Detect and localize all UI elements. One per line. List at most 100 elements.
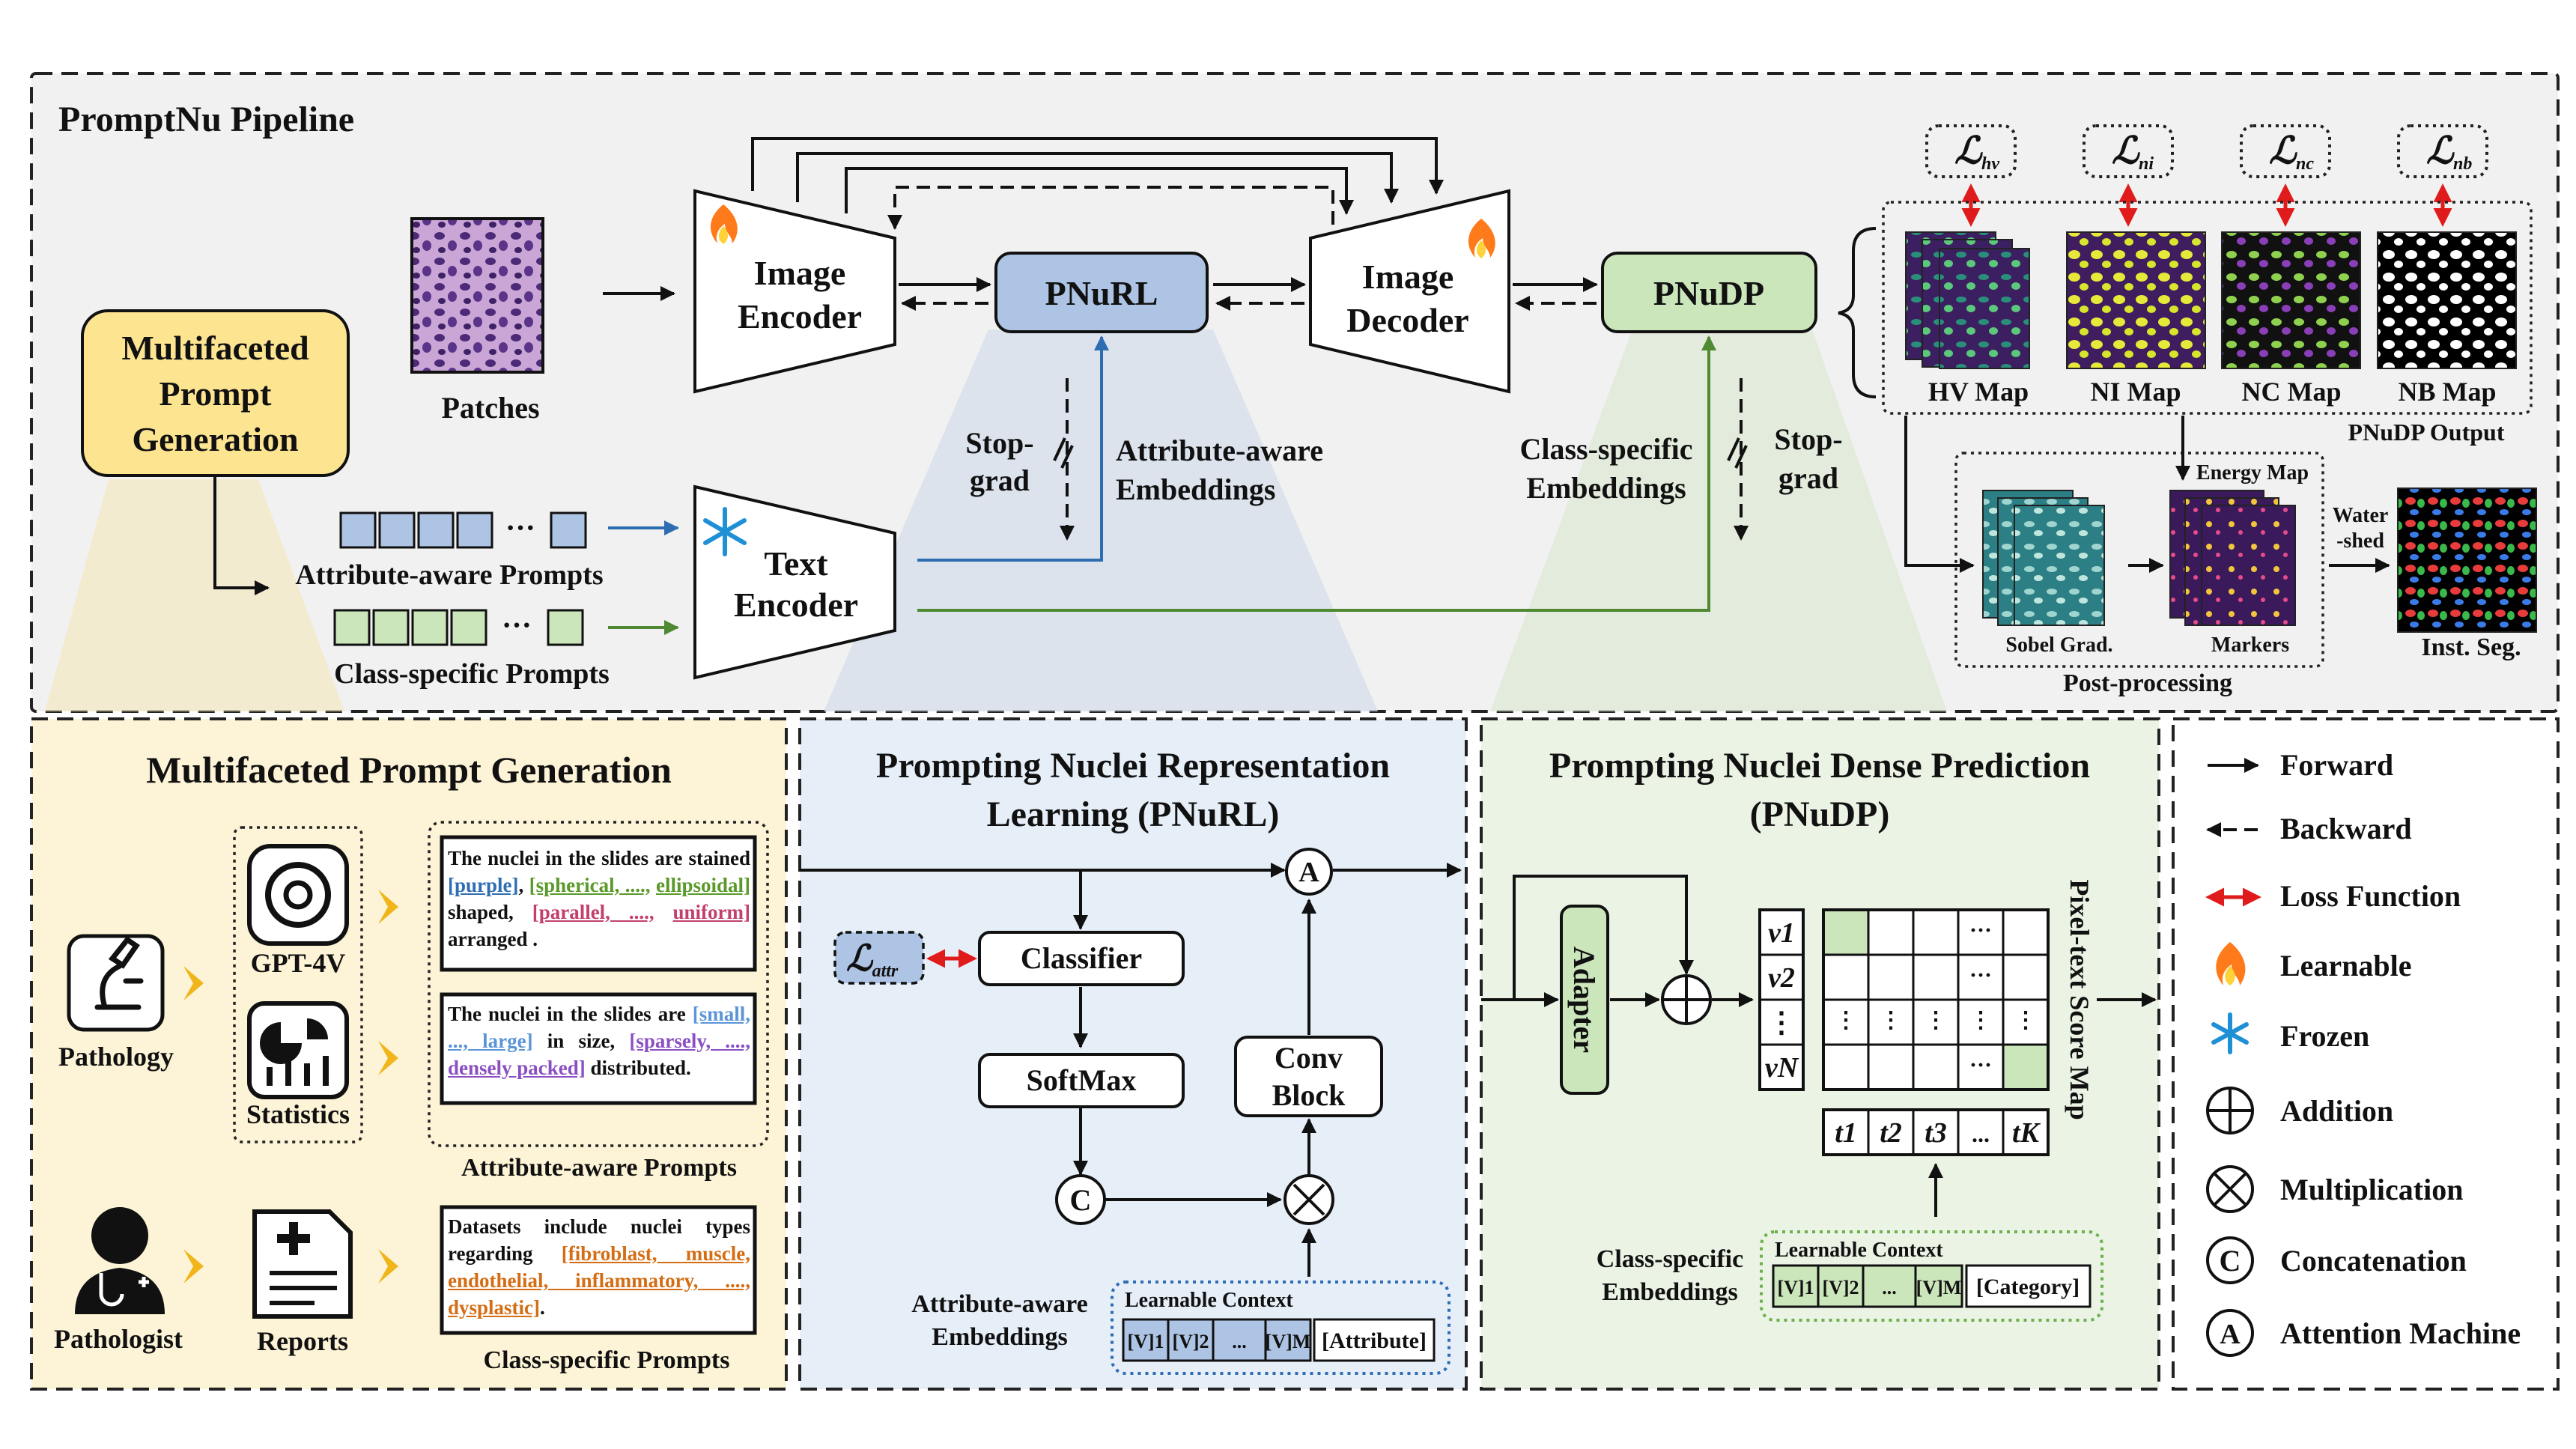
svg-text:v1: v1 xyxy=(1768,917,1795,949)
legend-backward: Backward xyxy=(2280,812,2412,845)
skip-backward xyxy=(887,186,1334,230)
svg-text:[V]2: [V]2 xyxy=(1172,1331,1209,1352)
inst-seg-image xyxy=(2397,487,2537,633)
class-embedding-line xyxy=(917,335,1716,612)
legend-addition-icon xyxy=(2206,1087,2254,1134)
gpt-icon xyxy=(247,844,349,946)
loss-ni-label: ℒni xyxy=(2112,130,2154,174)
svg-text:v2: v2 xyxy=(1768,962,1795,994)
attr-prompts-caption: Attribute-aware Prompts xyxy=(461,1154,737,1182)
class-prompt-cubes: ··· xyxy=(333,608,584,646)
class-text: Datasets include nuclei types regarding … xyxy=(448,1215,750,1319)
pnudp-title-line1: Prompting Nuclei Dense Prediction xyxy=(1549,746,2090,786)
concat-letter: C xyxy=(1070,1183,1092,1217)
pnudp-box xyxy=(1601,252,1817,333)
post-processing-frame xyxy=(1954,452,2324,668)
attribute-token: [Attribute] xyxy=(1322,1328,1427,1353)
svg-text:[V]1: [V]1 xyxy=(1127,1331,1164,1352)
pnudp-learnable-context: Learnable Context xyxy=(1775,1239,1943,1262)
adapter-label: Adapter xyxy=(1567,947,1601,1053)
score-matrix: ········· ⋮⋮⋮⋮⋮ xyxy=(1822,908,2050,1091)
concat-symbol xyxy=(1055,1174,1106,1225)
microscope-icon xyxy=(67,934,165,1032)
t-labels: t1 t2 t3 ... tK xyxy=(1822,1108,2050,1156)
text-encoder xyxy=(693,484,896,680)
image-decoder xyxy=(1309,189,1510,394)
svg-text:vN: vN xyxy=(1765,1052,1799,1084)
post-processing-label: Post-processing xyxy=(2063,669,2232,697)
pnurl-title-line2: Learning (PNuRL) xyxy=(987,795,1280,834)
attr-embedding-line xyxy=(917,335,1109,562)
attr-prompt-cubes: ··· xyxy=(339,511,587,549)
sobel-image xyxy=(1982,490,2105,626)
watershed-label: Water-shed xyxy=(2333,504,2389,553)
svg-text:···: ··· xyxy=(1969,1053,1992,1078)
svg-text:⋮: ⋮ xyxy=(1880,1008,1902,1033)
pathology-label: Pathology xyxy=(58,1042,174,1072)
category-token: [Category] xyxy=(1976,1275,2080,1299)
svg-text:···: ··· xyxy=(1969,963,1992,988)
pnurl-title-line1: Prompting Nuclei Representation xyxy=(876,746,1390,786)
svg-text:[V]M: [V]M xyxy=(1916,1277,1962,1298)
markers-label: Markers xyxy=(2211,634,2289,657)
svg-text:...: ... xyxy=(1972,1120,1990,1147)
svg-text:[V]2: [V]2 xyxy=(1822,1277,1859,1298)
attribute-token-box xyxy=(1313,1318,1436,1362)
pnurl-context-tokens: [V]1 [V]2 ... [V]M xyxy=(1122,1318,1312,1362)
loss-arrows xyxy=(1961,183,2452,227)
svg-text:...: ... xyxy=(1232,1331,1247,1352)
patch-image xyxy=(410,217,544,374)
adapter-box xyxy=(1560,905,1609,1095)
mpg-funnel xyxy=(45,479,344,711)
skip-connection-3 xyxy=(845,167,1354,215)
attr-text-box-2 xyxy=(440,992,757,1105)
pnudp-box-label: PNuDP xyxy=(1653,274,1764,312)
ni-map-label: NI Map xyxy=(2090,377,2181,407)
patches-label: Patches xyxy=(441,391,539,425)
loss-nc-label: ℒnc xyxy=(2269,130,2314,174)
pnudp-output-label: PNuDP Output xyxy=(2348,419,2505,446)
legend-fire-icon xyxy=(2216,942,2246,985)
statistics-label: Statistics xyxy=(246,1099,350,1129)
attr-text-2: The nuclei in the slides are [small, ...… xyxy=(448,1003,750,1079)
reports-label: Reports xyxy=(257,1326,348,1356)
add-cross xyxy=(1662,976,1710,1024)
legend-attention-icon xyxy=(2206,1309,2254,1357)
pnudp-panel: Prompting Nuclei Dense Prediction (PNuDP… xyxy=(1480,717,2160,1391)
multifaceted-box-label: Multifaceted Prompt Generation xyxy=(121,329,309,458)
pnudp-output-frame xyxy=(1882,201,2533,415)
svg-text:[V]M: [V]M xyxy=(1266,1331,1311,1352)
loss-hv-label: ℒhv xyxy=(1954,130,1999,174)
svg-text:t2: t2 xyxy=(1880,1117,1902,1149)
multiply-cross xyxy=(1292,1183,1325,1216)
legend-frozen: Frozen xyxy=(2280,1019,2369,1053)
mpg-title: Multifaceted Prompt Generation xyxy=(146,749,672,791)
pnudp-funnel xyxy=(1490,329,1947,711)
category-token-box xyxy=(1965,1264,2092,1308)
hv-map-label: HV Map xyxy=(1928,377,2029,407)
svg-text:···: ··· xyxy=(1969,918,1992,943)
score-map-label: Pixel-text Score Map xyxy=(2065,879,2094,1120)
pipeline-panel: PromptNu Pipeline Multifaceted Prompt Ge… xyxy=(30,72,2560,713)
legend-multiplication: Multiplication xyxy=(2280,1173,2463,1206)
attention-symbol xyxy=(1285,848,1333,896)
attr-prompts-frame xyxy=(428,821,769,1147)
svg-text:t1: t1 xyxy=(1835,1117,1857,1149)
legend-concat-letter: C xyxy=(2220,1244,2241,1278)
pnudp-title-line2: (PNuDP) xyxy=(1750,795,1890,834)
stop-grad-label-right: Stop-grad xyxy=(1774,422,1842,495)
fire-icon xyxy=(1468,219,1495,258)
legend-forward: Forward xyxy=(2280,748,2393,782)
loss-nb-label: ℒnb xyxy=(2426,130,2472,174)
v-labels: v1 v2 ⋮ vN xyxy=(1758,908,1805,1091)
pnurl-context-frame xyxy=(1111,1281,1450,1375)
attention-letter: A xyxy=(1298,857,1319,888)
svg-text:···: ··· xyxy=(505,511,535,544)
pnurl-learnable-context: Learnable Context xyxy=(1125,1289,1293,1312)
attr-text-1: The nuclei in the slides are stained [pu… xyxy=(448,847,750,950)
